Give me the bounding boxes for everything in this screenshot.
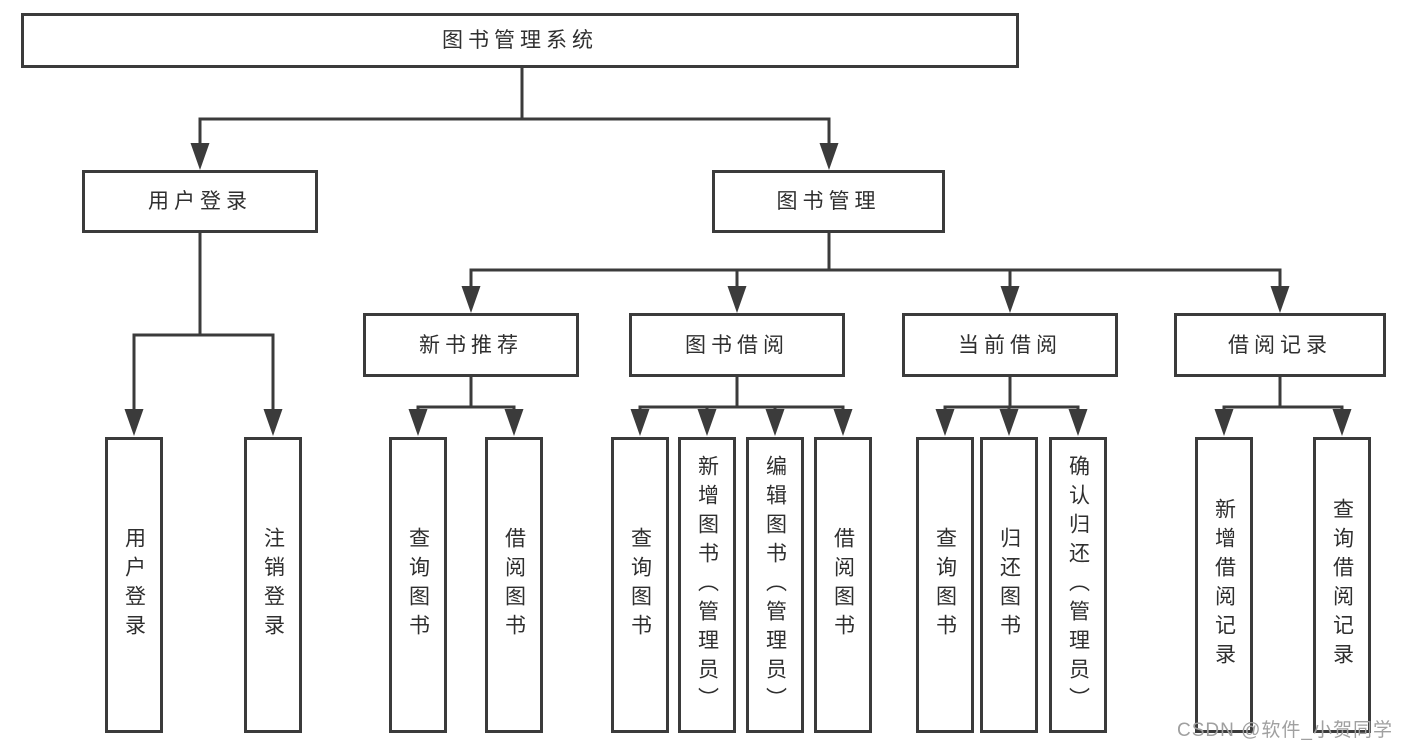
connector-borrowrecord-to-leaves [1222, 375, 1344, 414]
node-user-login: 用户登录 [82, 170, 318, 233]
connector-root-to-level2 [198, 66, 831, 150]
leaf-br-query-borrow-record: 查询借阅记录 [1313, 437, 1371, 733]
leaf-cb-confirm-return-admin: 确认归还（管理员） [1049, 437, 1107, 733]
connector-userlogin-to-leaves [132, 231, 275, 414]
node-book-management: 图书管理 [712, 170, 945, 233]
leaf-bb-add-books-admin: 新增图书（管理员） [678, 437, 736, 733]
arrowheads [124, 143, 1352, 436]
leaf-bb-query-books: 查询图书 [611, 437, 669, 733]
node-library-management-system: 图书管理系统 [21, 13, 1019, 68]
node-current-borrowing: 当前借阅 [902, 313, 1118, 377]
leaf-logout-login: 注销登录 [244, 437, 302, 733]
node-new-book-recommendation: 新书推荐 [363, 313, 579, 377]
leaf-br-add-borrow-record: 新增借阅记录 [1195, 437, 1253, 733]
leaf-nbr-query-books: 查询图书 [389, 437, 447, 733]
leaf-user-login: 用户登录 [105, 437, 163, 733]
connector-newbookrec-to-leaves [416, 375, 516, 414]
connector-currentborrow-to-leaves [943, 375, 1080, 414]
leaf-cb-query-books: 查询图书 [916, 437, 974, 733]
connector-bookmgmt-to-level3 [469, 231, 1282, 293]
watermark-text: CSDN @软件_小贺同学 [1177, 720, 1393, 741]
leaf-bb-borrow-books: 借阅图书 [814, 437, 872, 733]
node-book-borrowing: 图书借阅 [629, 313, 845, 377]
leaf-bb-edit-books-admin: 编辑图书（管理员） [746, 437, 804, 733]
leaf-nbr-borrow-books: 借阅图书 [485, 437, 543, 733]
node-borrowing-records: 借阅记录 [1174, 313, 1386, 377]
connector-bookborrow-to-leaves [638, 375, 845, 414]
leaf-cb-return-books: 归还图书 [980, 437, 1038, 733]
